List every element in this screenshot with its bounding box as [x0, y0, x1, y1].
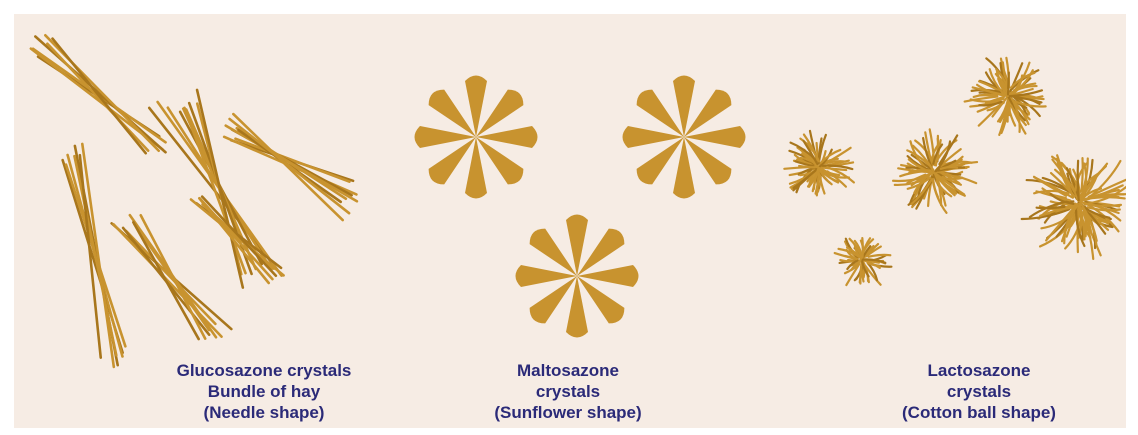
maltosazone-caption: Maltosazone crystals (Sunflower shape): [458, 360, 678, 423]
glucosazone-caption-line-2: Bundle of hay: [146, 381, 382, 402]
glucosazone-caption-line-1: Glucosazone crystals: [146, 360, 382, 381]
maltosazone-caption-line-3: (Sunflower shape): [458, 402, 678, 423]
cotton-fiber: [1008, 73, 1009, 95]
needle-bundle: [224, 114, 357, 220]
needle-crystal: [53, 39, 146, 154]
cotton-ball-crystal: [1022, 155, 1126, 259]
cotton-fiber: [1082, 158, 1083, 189]
maltosazone-crystal-group: [415, 76, 746, 338]
needle-bundle: [31, 35, 166, 153]
lactosazone-caption: Lactosazone crystals (Cotton ball shape): [864, 360, 1094, 423]
needle-crystal: [197, 90, 243, 288]
needle-crystal: [230, 119, 350, 213]
lactosazone-crystal-group: [784, 58, 1126, 285]
cotton-fiber: [1078, 161, 1079, 200]
sunflower-crystal: [516, 215, 639, 338]
lactosazone-caption-line-3: (Cotton ball shape): [864, 402, 1094, 423]
cotton-fiber: [868, 255, 890, 257]
needle-crystal: [47, 44, 148, 151]
glucosazone-crystal-group: [31, 35, 357, 367]
maltosazone-caption-line-1: Maltosazone: [458, 360, 678, 381]
needle-bundle: [63, 144, 126, 367]
needle-crystal: [235, 139, 349, 182]
needle-crystal: [133, 222, 198, 339]
needle-crystal: [74, 156, 116, 355]
cotton-ball-crystal: [784, 131, 854, 195]
glucosazone-caption: Glucosazone crystals Bundle of hay (Need…: [146, 360, 382, 423]
sunflower-crystal: [415, 76, 538, 199]
sunflower-crystal: [623, 76, 746, 199]
needle-bundle: [191, 197, 284, 283]
cotton-fiber: [860, 261, 861, 284]
needle-crystal: [141, 215, 205, 338]
lactosazone-caption-line-2: crystals: [864, 381, 1094, 402]
maltosazone-caption-line-2: crystals: [458, 381, 678, 402]
lactosazone-caption-line-1: Lactosazone: [864, 360, 1094, 381]
cotton-ball-crystal: [965, 58, 1046, 135]
needle-crystal: [114, 224, 222, 336]
needle-bundle: [112, 215, 232, 339]
cotton-ball-crystal: [893, 129, 977, 213]
cotton-fiber: [1037, 207, 1065, 208]
figure-background: Glucosazone crystals Bundle of hay (Need…: [14, 14, 1126, 428]
needle-crystal: [35, 37, 165, 153]
glucosazone-caption-line-3: (Needle shape): [146, 402, 382, 423]
needle-crystal: [233, 114, 342, 220]
cotton-ball-crystal: [835, 238, 892, 285]
